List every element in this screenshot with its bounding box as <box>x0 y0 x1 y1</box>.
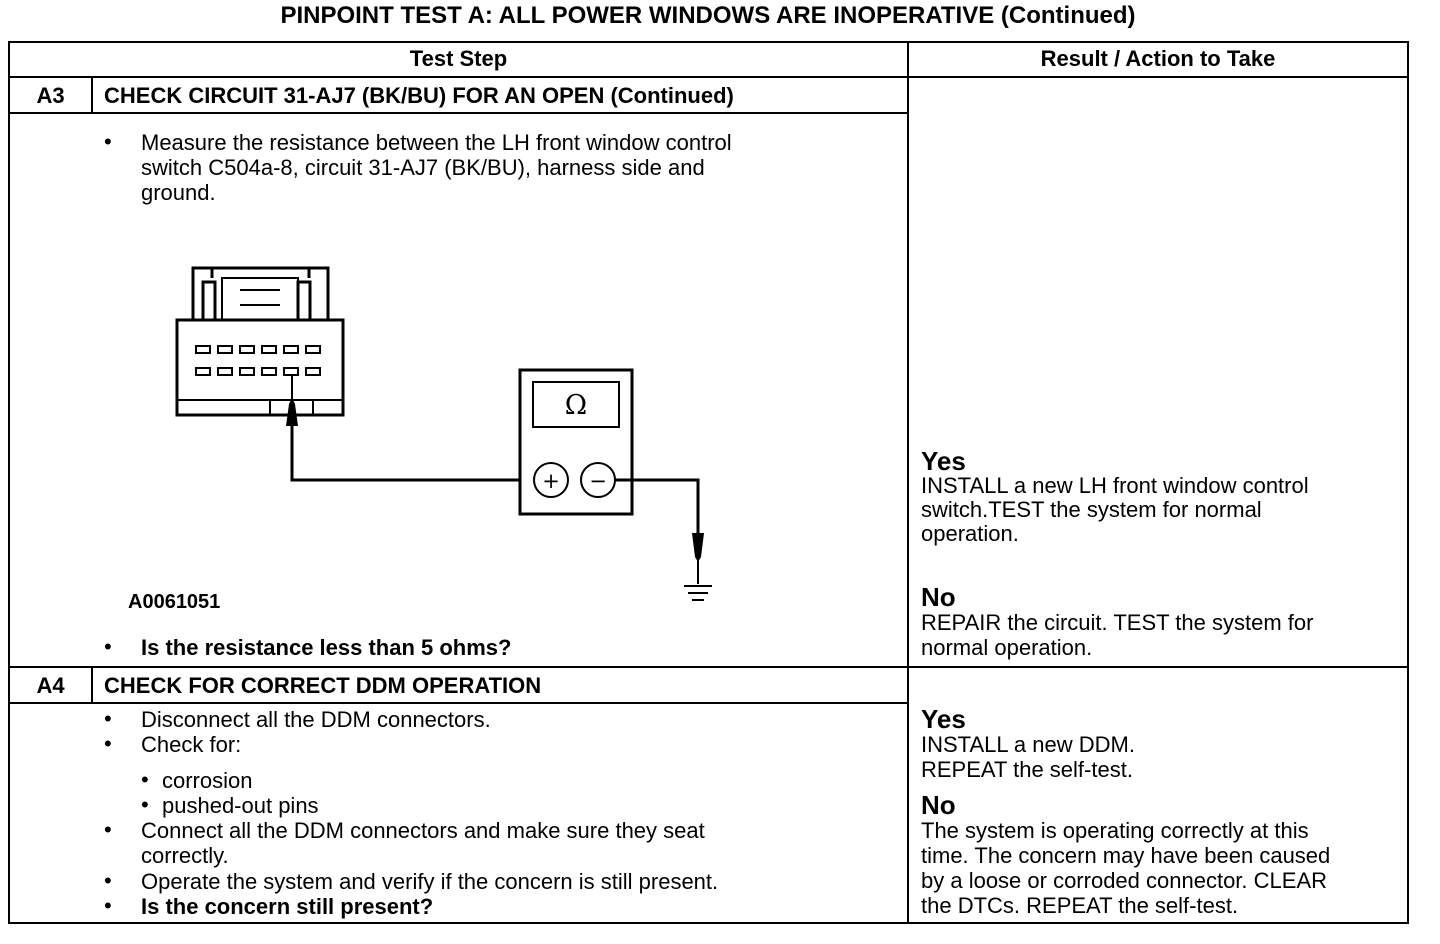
a4-sub-corrosion: corrosion <box>162 768 253 793</box>
step-heading-a4: CHECK FOR CORRECT DDM OPERATION <box>104 673 542 698</box>
connector-terminals <box>195 345 321 376</box>
step-id-a3: A3 <box>36 83 65 108</box>
a3-result-no: No REPAIR the circuit. TEST the system f… <box>921 584 1401 660</box>
a4-bullet-disconnect: Disconnect all the DDM connectors. <box>141 707 491 732</box>
ohm-symbol: Ω <box>565 390 587 421</box>
yes-label: Yes <box>921 446 966 476</box>
bullet-marker: • <box>104 731 112 756</box>
page-title: PINPOINT TEST A: ALL POWER WINDOWS ARE I… <box>280 2 1136 29</box>
bullet-marker: • <box>104 893 112 918</box>
a4-result-no: No The system is operating correctly at … <box>921 792 1405 918</box>
bullet-marker: • <box>104 634 112 659</box>
negative-probe <box>615 478 704 584</box>
no-action-line: REPAIR the circuit. TEST the system for <box>921 610 1314 635</box>
bullet-marker: • <box>104 706 112 731</box>
yes-label: Yes <box>921 704 966 734</box>
a4-sub-pushed-out-pins: pushed-out pins <box>162 793 319 818</box>
step-heading-a3: CHECK CIRCUIT 31-AJ7 (BK/BU) FOR AN OPEN… <box>104 83 734 108</box>
no-label: No <box>921 582 956 612</box>
no-action-line: the DTCs. REPEAT the self-test. <box>921 893 1239 918</box>
step-id-a4: A4 <box>36 673 65 698</box>
bullet-marker: • <box>104 817 112 842</box>
yes-action-line: REPEAT the self-test. <box>921 757 1133 782</box>
a4-question: Is the concern still present? <box>141 894 434 919</box>
a4-bullet-operate: Operate the system and verify if the con… <box>141 869 719 894</box>
a3-instruction: Measure the resistance between the LH fr… <box>141 130 881 205</box>
connector-c504a-body <box>175 318 345 417</box>
bullet-marker: • <box>104 868 112 893</box>
positive-probe <box>286 376 537 482</box>
sub-bullet-marker: • <box>141 767 149 792</box>
header-result-action: Result / Action to Take <box>1040 46 1276 71</box>
a4-bullet-check-for: Check for: <box>141 732 242 757</box>
sub-bullet-marker: • <box>141 792 149 817</box>
minus-terminal-label: − <box>589 469 607 493</box>
no-label: No <box>921 790 956 820</box>
bullet-marker: • <box>104 129 112 154</box>
header-test-step: Test Step <box>409 46 508 71</box>
a4-result-yes: Yes INSTALL a new DDM. REPEAT the self-t… <box>921 706 1401 782</box>
figure-id: A0061051 <box>128 591 221 613</box>
ground-icon <box>684 585 712 601</box>
yes-action-line: INSTALL a new DDM. <box>921 732 1135 757</box>
connector-latch <box>191 266 330 320</box>
a3-instruction-line: ground. <box>141 180 216 205</box>
a3-result-yes: Yes INSTALL a new LH front window contro… <box>921 448 1401 546</box>
a4-connect-line: correctly. <box>141 843 229 868</box>
a3-instruction-line: Measure the resistance between the LH fr… <box>141 130 732 155</box>
no-action-line: time. The concern may have been caused <box>921 843 1331 868</box>
ohmmeter <box>518 368 634 516</box>
no-action-line: normal operation. <box>921 635 1093 660</box>
yes-action-line: operation. <box>921 521 1019 546</box>
no-action-line: The system is operating correctly at thi… <box>921 818 1309 843</box>
plus-terminal-label: + <box>542 469 560 493</box>
a3-instruction-line: switch C504a-8, circuit 31-AJ7 (BK/BU), … <box>141 155 705 180</box>
a4-connect-line: Connect all the DDM connectors and make … <box>141 818 705 843</box>
no-action-line: by a loose or corroded connector. CLEAR <box>921 868 1328 893</box>
a4-bullet-connect: Connect all the DDM connectors and make … <box>141 818 705 868</box>
yes-action-line: switch.TEST the system for normal <box>921 497 1262 522</box>
a3-question: Is the resistance less than 5 ohms? <box>141 635 512 660</box>
yes-action-line: INSTALL a new LH front window control <box>921 473 1309 498</box>
